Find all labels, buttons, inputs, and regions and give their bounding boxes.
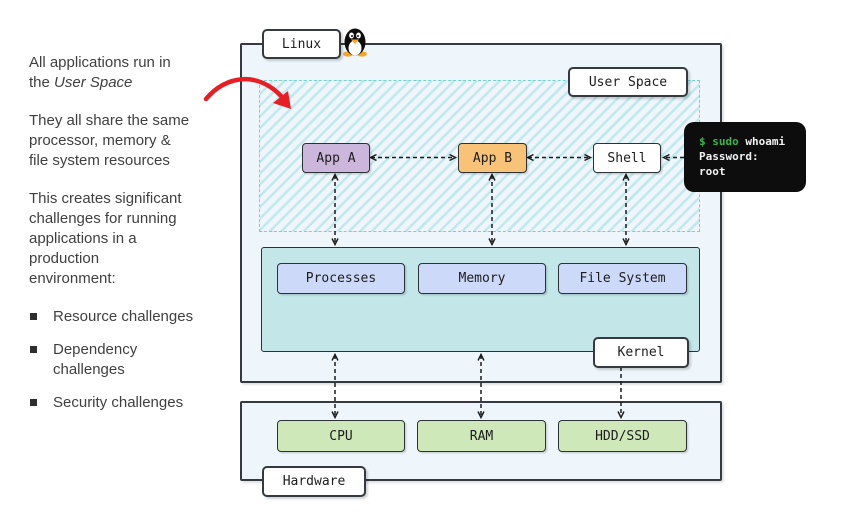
square-bullet-icon [30,399,37,406]
paragraph-shared-resources: They all share the same processor, memor… [29,112,190,169]
terminal-output-line: root [699,165,726,178]
terminal-command-line: $ sudo whoami [699,134,806,149]
square-bullet-icon [30,346,37,353]
terminal-command: whoami [738,135,786,148]
app-b-box: App B [458,143,527,173]
cpu-box: CPU [277,420,405,452]
square-bullet-icon [30,313,37,320]
list-item-dependency: Dependency challenges [29,340,221,380]
paragraph-challenges: This creates significant challenges for … [29,190,182,287]
linux-label: Linux [262,29,341,59]
terminal-window: $ sudo whoami Password: root [684,122,806,192]
app-a-box: App A [302,143,370,173]
processes-box: Processes [277,263,405,294]
hardware-label: Hardware [262,466,366,497]
user-space-label: User Space [568,67,688,97]
explanation-panel: All applications run in the User Space T… [29,53,221,426]
file-system-box: File System [558,263,687,294]
ram-box: RAM [417,420,546,452]
kernel-label: Kernel [593,337,689,368]
terminal-prompt: $ sudo [699,135,739,148]
list-item-label: Dependency challenges [53,341,138,378]
list-item-label: Security challenges [53,394,184,411]
memory-box: Memory [418,263,546,294]
list-item-security: Security challenges [29,393,221,413]
paragraph-user-space-text: All applications run in the [29,54,171,91]
terminal-password-line: Password: [699,150,759,163]
challenges-list: Resource challenges Dependency challenge… [29,307,221,413]
shell-box: Shell [593,143,661,173]
user-space-italic-text: User Space [54,74,133,91]
list-item-label: Resource challenges [53,308,194,325]
list-item-resource: Resource challenges [29,307,221,327]
paragraph-user-space: All applications run in the User Space [29,53,221,93]
hdd-ssd-box: HDD/SSD [558,420,687,452]
